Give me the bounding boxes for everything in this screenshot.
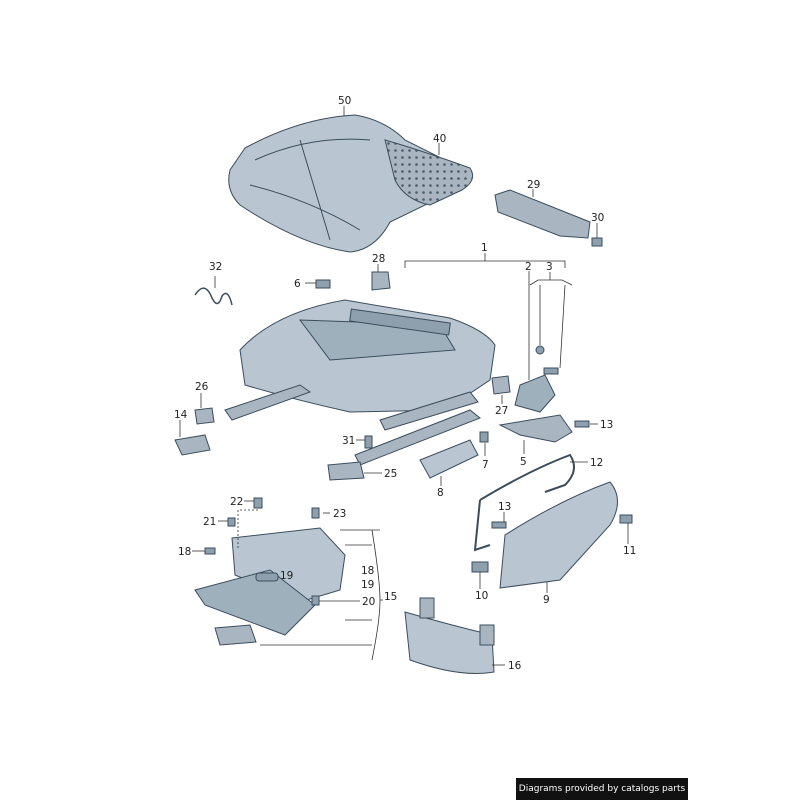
- front-trim: [404, 611, 495, 674]
- side-cover: [499, 481, 618, 589]
- rail-cap-14: [174, 434, 211, 456]
- part-labels: 50 40 29 30 1 2 3 32 6 28 26 14 27 13 31…: [174, 95, 636, 672]
- label-13-top: 13: [600, 419, 613, 431]
- label-29: 29: [527, 179, 540, 191]
- label-27: 27: [495, 405, 508, 417]
- label-10: 10: [475, 590, 488, 602]
- screw-13-top: [574, 420, 590, 428]
- screw-20: [311, 595, 320, 606]
- wire-handle: [473, 453, 575, 552]
- lever-bracket: [498, 414, 573, 443]
- spring: [194, 287, 233, 306]
- bracket-25: [327, 461, 365, 481]
- side-trim: [419, 439, 479, 479]
- label-14: 14: [174, 409, 188, 421]
- label-26: 26: [195, 381, 209, 393]
- screw-31: [364, 435, 373, 449]
- label-32: 32: [209, 261, 222, 273]
- label-8: 8: [437, 487, 444, 499]
- screw-21: [227, 517, 236, 527]
- label-22: 22: [230, 496, 243, 508]
- label-28: 28: [372, 253, 385, 265]
- label-9: 9: [543, 594, 550, 606]
- rail-cap-26: [194, 407, 215, 425]
- label-16: 16: [508, 660, 522, 672]
- label-13-bottom: 13: [498, 501, 511, 513]
- front-trim-tab-right: [479, 624, 495, 646]
- credit-banner: Diagrams provided by catalogs parts: [516, 778, 688, 800]
- label-19-right: 19: [361, 579, 374, 591]
- nut-3: [535, 345, 545, 355]
- label-12: 12: [590, 457, 603, 469]
- label-31: 31: [342, 435, 355, 447]
- label-2: 2: [525, 261, 532, 273]
- rail-bracket: [494, 189, 591, 239]
- screw-18: [204, 547, 216, 555]
- clip-11: [619, 514, 633, 524]
- label-40: 40: [433, 133, 446, 145]
- clip-10: [471, 561, 489, 573]
- label-7: 7: [482, 459, 489, 471]
- leader-lines: [179, 106, 629, 666]
- label-50: 50: [338, 95, 351, 107]
- clip-7: [479, 431, 489, 443]
- foam-pad: [384, 139, 474, 206]
- label-3: 3: [546, 261, 553, 273]
- seat-frame: [224, 299, 496, 466]
- label-5: 5: [520, 456, 527, 468]
- height-adjuster: [514, 374, 556, 413]
- screw-3: [543, 367, 559, 375]
- label-1: 1: [481, 242, 488, 254]
- label-15: 15: [384, 591, 397, 603]
- bolt-30: [591, 237, 603, 247]
- label-23: 23: [333, 508, 346, 520]
- label-18-left: 18: [178, 546, 191, 558]
- label-30: 30: [591, 212, 604, 224]
- clip-28: [371, 271, 391, 291]
- label-20: 20: [362, 596, 375, 608]
- clip-27: [491, 375, 511, 395]
- storage-drawer: [194, 527, 346, 646]
- screw-23: [311, 507, 320, 519]
- label-18-right: 18: [361, 565, 374, 577]
- screw-22: [253, 497, 263, 509]
- front-trim-tab-left: [419, 597, 435, 619]
- bolt-6: [315, 279, 331, 289]
- label-21: 21: [203, 516, 216, 528]
- label-25: 25: [384, 468, 397, 480]
- screw-13-bottom: [491, 521, 507, 529]
- label-11: 11: [623, 545, 636, 557]
- label-19-inner: 19: [280, 570, 293, 582]
- label-6: 6: [294, 278, 301, 290]
